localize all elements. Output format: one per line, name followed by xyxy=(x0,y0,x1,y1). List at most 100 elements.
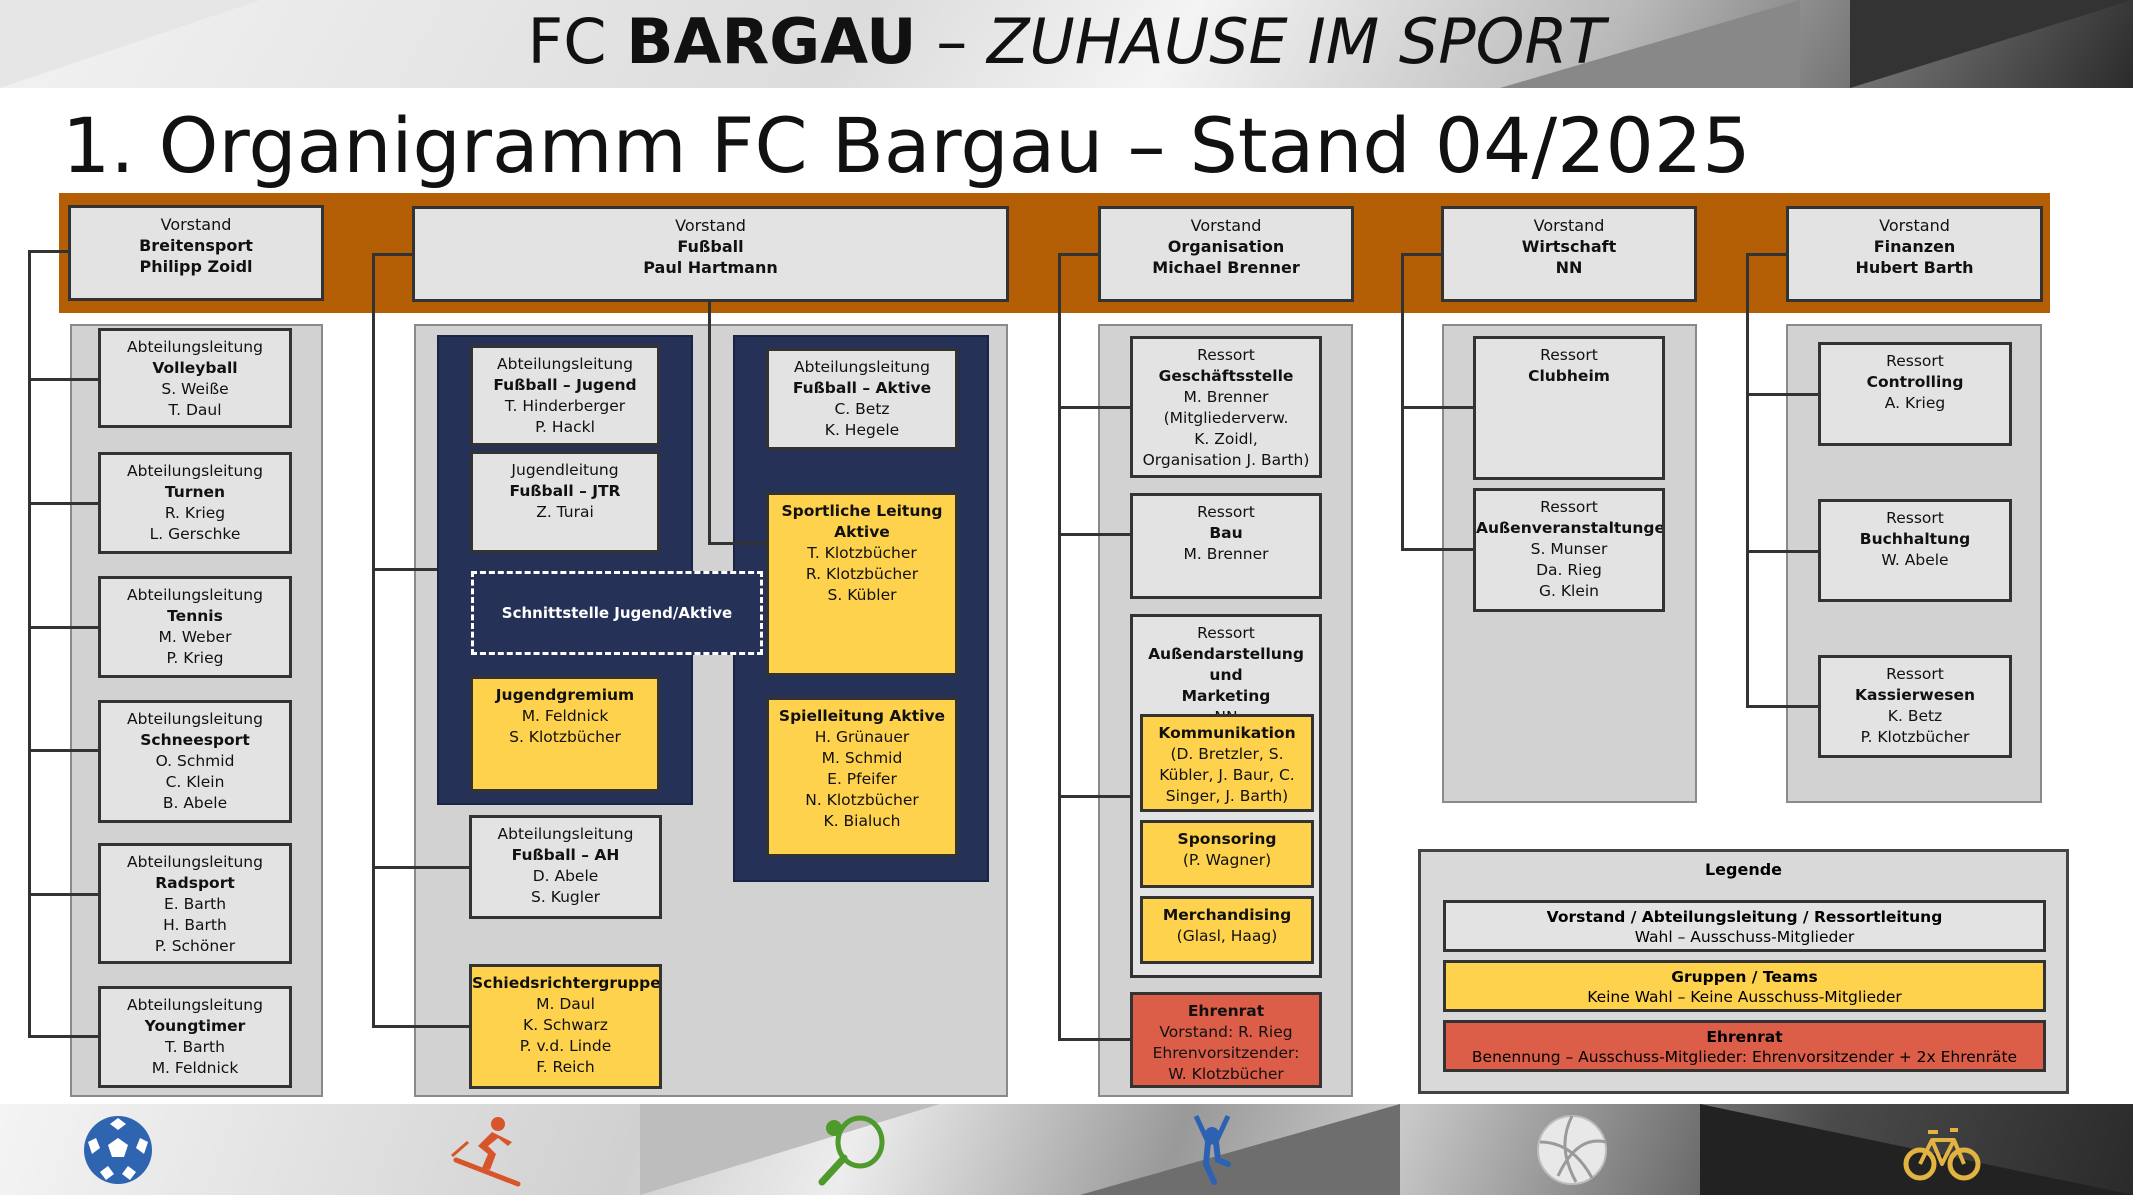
box-people: R. Krieg L. Gerschke xyxy=(149,504,241,543)
box-people: D. Abele S. Kugler xyxy=(531,867,600,906)
box-name: Turnen xyxy=(164,483,226,501)
legend-item-vorstand: Vorstand / Abteilungsleitung / Ressortle… xyxy=(1443,900,2046,952)
sportliche-leitung-aktive: Sportliche Leitung Aktive T. Klotzbücher… xyxy=(766,492,958,676)
box-person: Paul Hartmann xyxy=(643,258,778,277)
abteilung-fussball-ah: Abteilungsleitung Fußball – AH D. Abele … xyxy=(469,815,662,919)
box-label: Abteilungsleitung xyxy=(497,825,634,843)
box-name: Ehrenrat xyxy=(1187,1002,1265,1020)
abteilung-fussball-aktive: Abteilungsleitung Fußball – Aktive C. Be… xyxy=(766,348,958,450)
connector xyxy=(28,1035,100,1038)
box-name: Außendarstellung und Marketing xyxy=(1148,645,1304,705)
legend-item-title: Gruppen / Teams xyxy=(1671,968,1818,986)
brand-title: FC BARGAU – ZUHAUSE IM SPORT xyxy=(0,2,2133,82)
connector xyxy=(1746,253,1788,256)
box-name: Fußball xyxy=(677,237,744,256)
box-name: Schiedsrichtergruppe xyxy=(472,974,661,992)
connector-wirtschaft-trunk xyxy=(1401,253,1404,550)
box-name: Kommunikation xyxy=(1158,724,1296,742)
box-people: Vorstand: R. Rieg Ehrenvorsitzender: W. … xyxy=(1152,1023,1300,1083)
box-person: NN xyxy=(1555,258,1583,277)
box-people: M. Daul K. Schwarz P. v.d. Linde F. Reic… xyxy=(519,995,612,1076)
box-label: Vorstand xyxy=(675,216,746,235)
volleyball-icon xyxy=(1537,1115,1607,1185)
box-people: C. Betz K. Hegele xyxy=(824,400,900,439)
box-people: K. Betz P. Klotzbücher xyxy=(1860,707,1970,746)
schiedsrichtergruppe: Schiedsrichtergruppe M. Daul K. Schwarz … xyxy=(469,964,662,1089)
vorstand-organisation: Vorstand Organisation Michael Brenner xyxy=(1098,206,1354,302)
connector xyxy=(1401,406,1473,409)
box-name: Wirtschaft xyxy=(1521,237,1617,256)
legend-item-title: Vorstand / Abteilungsleitung / Ressortle… xyxy=(1546,908,1943,926)
tennis-icon xyxy=(818,1115,885,1186)
box-label: Abteilungsleitung xyxy=(127,462,263,480)
legend-item-text: Benennung – Ausschuss-Mitglieder: Ehrenv… xyxy=(1471,1048,2018,1066)
box-label: Vorstand xyxy=(160,215,232,234)
connector xyxy=(708,542,766,545)
ressort-geschaeftsstelle: Ressort Geschäftsstelle M. Brenner (Mitg… xyxy=(1130,336,1322,478)
vorstand-fussball: Vorstand Fußball Paul Hartmann xyxy=(412,206,1009,302)
spielleitung-aktive: Spielleitung Aktive H. Grünauer M. Schmi… xyxy=(766,697,958,857)
box-name: Tennis xyxy=(167,607,223,625)
bicycle-icon xyxy=(1903,1128,1981,1181)
connector-organisation-trunk xyxy=(1058,253,1061,1040)
box-people: (P. Wagner) xyxy=(1182,851,1272,869)
ressort-buchhaltung: Ressort Buchhaltung W. Abele xyxy=(1818,499,2012,602)
connector xyxy=(372,568,437,571)
box-label: Abteilungsleitung xyxy=(127,996,263,1014)
connector xyxy=(28,626,100,629)
box-label: Ressort xyxy=(1886,509,1944,527)
skiing-icon xyxy=(451,1117,521,1187)
box-people: H. Grünauer M. Schmid E. Pfeifer N. Klot… xyxy=(805,728,919,830)
box-label: Ressort xyxy=(1886,665,1944,683)
box-name: Geschäftsstelle xyxy=(1158,367,1294,385)
box-label: Ressort xyxy=(1197,624,1255,642)
ressort-aussenveranstaltungen: Ressort Außenveranstaltungen S. Munser D… xyxy=(1473,488,1665,612)
box-label: Abteilungsleitung xyxy=(794,358,930,376)
ressort-bau: Ressort Bau M. Brenner xyxy=(1130,493,1322,599)
box-people: S. Munser Da. Rieg G. Klein xyxy=(1530,540,1608,600)
brand-fc: FC xyxy=(527,5,627,78)
vorstand-wirtschaft: Vorstand Wirtschaft NN xyxy=(1441,206,1697,302)
connector xyxy=(1746,705,1818,708)
box-people: E. Barth H. Barth P. Schöner xyxy=(154,895,236,955)
schnittstelle-jugend-aktive: Schnittstelle Jugend/Aktive xyxy=(471,571,763,655)
connector xyxy=(372,866,470,869)
connector-finanzen-trunk xyxy=(1746,253,1749,708)
box-people: O. Schmid C. Klein B. Abele xyxy=(155,752,235,812)
box-name: Fußball – AH xyxy=(511,846,620,864)
connector xyxy=(1746,393,1818,396)
box-label: Ressort xyxy=(1540,346,1598,364)
connector xyxy=(372,1025,470,1028)
vorstand-breitensport: Vorstand Breitensport Philipp Zoidl xyxy=(68,205,324,301)
box-name: Radsport xyxy=(155,874,235,892)
box-people: T. Barth M. Feldnick xyxy=(151,1038,239,1077)
box-name: Fußball – Jugend xyxy=(493,376,637,394)
connector xyxy=(1058,406,1130,409)
ressort-controlling: Ressort Controlling A. Krieg xyxy=(1818,342,2012,446)
box-name: Finanzen xyxy=(1873,237,1956,256)
connector xyxy=(1401,548,1473,551)
box-name: Fußball – JTR xyxy=(509,482,621,500)
box-label: Jugendleitung xyxy=(511,461,619,479)
box-label: Ressort xyxy=(1197,346,1255,364)
ehrenrat: Ehrenrat Vorstand: R. Rieg Ehrenvorsitze… xyxy=(1130,992,1322,1088)
connector xyxy=(1058,1038,1130,1041)
kommunikation: Kommunikation (D. Bretzler, S. Kübler, J… xyxy=(1140,714,1314,812)
abteilung-volleyball: Abteilungsleitung Volleyball S. Weiße T.… xyxy=(98,328,292,428)
box-label: Abteilungsleitung xyxy=(497,355,633,373)
box-name: Sportliche Leitung Aktive xyxy=(781,502,943,541)
connector xyxy=(1401,253,1443,256)
box-label: Ressort xyxy=(1540,498,1598,516)
box-label: Abteilungsleitung xyxy=(127,338,263,356)
legend-item-title: Ehrenrat xyxy=(1706,1028,1783,1046)
connector xyxy=(1746,550,1818,553)
box-label: Vorstand xyxy=(1190,216,1262,235)
top-banner xyxy=(0,0,2133,88)
box-name: Kassierwesen xyxy=(1855,686,1975,704)
connector xyxy=(372,253,414,256)
box-person: Philipp Zoidl xyxy=(139,257,253,276)
box-name: Sponsoring xyxy=(1177,830,1277,848)
connector xyxy=(28,378,100,381)
abteilung-schneesport: Abteilungsleitung Schneesport O. Schmid … xyxy=(98,700,292,823)
box-name: Fußball – Aktive xyxy=(792,379,932,397)
